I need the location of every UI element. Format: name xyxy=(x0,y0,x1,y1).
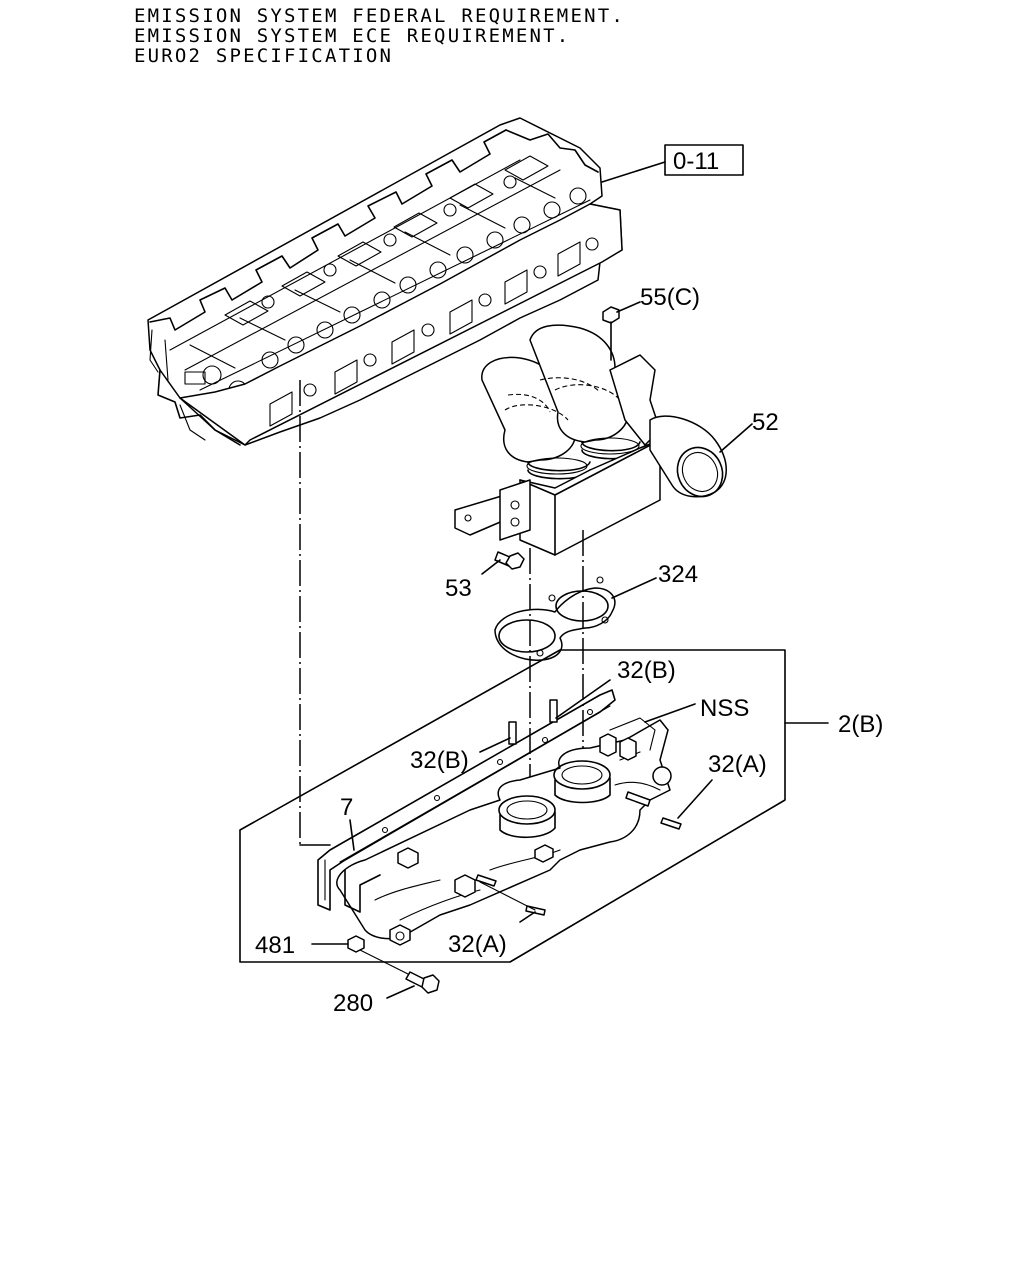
label-280: 280 xyxy=(333,990,373,1017)
label-52: 52 xyxy=(752,409,779,436)
assembly-frame xyxy=(239,649,786,963)
label-32b-top: 32(B) xyxy=(617,657,676,684)
header-line-1: EMISSION SYSTEM FEDERAL REQUIREMENT. xyxy=(134,5,625,27)
leader-nss xyxy=(644,703,696,723)
label-481: 481 xyxy=(255,932,295,959)
bolt-280 xyxy=(359,949,440,999)
header-line-2: EMISSION SYSTEM ECE REQUIREMENT. xyxy=(134,25,570,47)
studs-32b xyxy=(479,679,611,753)
label-32b-left: 32(B) xyxy=(410,747,469,774)
cylinder-head xyxy=(147,117,623,446)
label-55c: 55(C) xyxy=(640,284,700,311)
leader-52 xyxy=(719,423,753,453)
studs-32a xyxy=(475,779,713,923)
plug-481 xyxy=(311,935,365,953)
label-324: 324 xyxy=(658,561,698,588)
bolt-53 xyxy=(481,551,525,575)
ref-leader xyxy=(601,161,666,183)
ref-box xyxy=(664,144,744,176)
label-32a-bottom: 32(A) xyxy=(448,931,507,958)
header-line-3: EURO2 SPECIFICATION xyxy=(134,45,393,67)
label-32a-right: 32(A) xyxy=(708,751,767,778)
gasket-7 xyxy=(317,689,616,913)
label-2b: 2(B) xyxy=(838,711,883,738)
intake-pipe xyxy=(454,324,727,556)
nut-55c xyxy=(602,301,641,361)
label-7: 7 xyxy=(340,794,353,821)
intake-manifold xyxy=(336,708,672,946)
gasket-324 xyxy=(494,576,657,661)
label-nss: NSS xyxy=(700,695,749,722)
label-53: 53 xyxy=(445,575,472,602)
ref-box-label: 0-11 xyxy=(673,148,719,175)
